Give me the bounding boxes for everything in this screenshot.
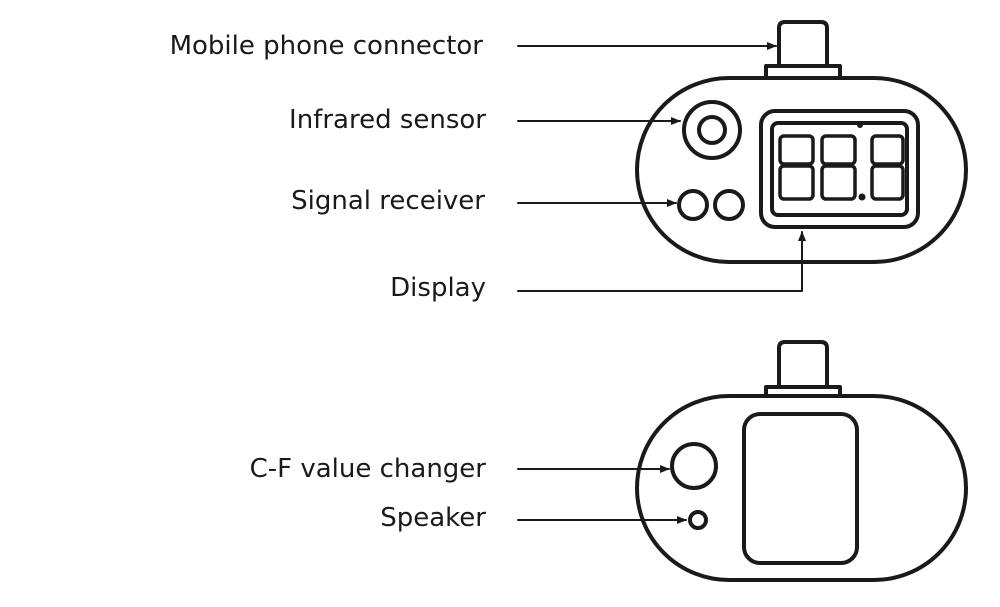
connector-collar-top — [764, 64, 842, 80]
label-display: Display — [390, 273, 486, 303]
label-infrared-sensor: Infrared sensor — [289, 105, 486, 135]
display-digits — [778, 134, 905, 201]
label-mobile-phone-connector: Mobile phone connector — [169, 31, 483, 61]
connector-collar-bottom — [764, 385, 842, 398]
label-signal-receiver: Signal receiver — [291, 186, 485, 216]
back-panel — [742, 412, 859, 565]
connector-bottom — [777, 340, 829, 389]
signal-receiver-right — [713, 189, 745, 221]
display-decimal-point — [858, 193, 866, 201]
cf-value-changer-button — [670, 442, 718, 490]
top-device — [635, 20, 968, 264]
speaker-hole — [688, 510, 708, 530]
display-indicator-dot — [857, 122, 863, 128]
signal-receiver-left — [677, 189, 709, 221]
bottom-device — [635, 340, 968, 582]
arrow-display — [517, 231, 806, 292]
label-speaker: Speaker — [380, 503, 486, 533]
leader-lines — [517, 42, 806, 524]
infrared-sensor-outer — [682, 100, 742, 160]
display-screen — [770, 121, 909, 217]
infrared-sensor-inner — [697, 115, 727, 145]
connector-top — [777, 20, 829, 68]
label-cf-value-changer: C-F value changer — [249, 454, 486, 484]
display-frame — [759, 109, 920, 229]
device-body-bottom — [635, 394, 968, 582]
